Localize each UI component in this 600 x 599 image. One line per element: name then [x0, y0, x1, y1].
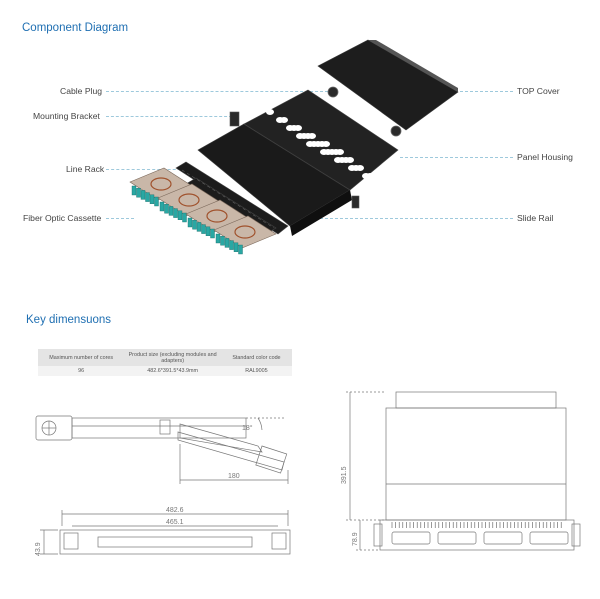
label-panel-housing: Panel Housing	[517, 152, 573, 162]
spec-header-color: Standard color code	[220, 349, 292, 366]
dim-overall-width: 482.6	[166, 507, 184, 514]
vent-hole	[306, 141, 314, 147]
key-dimensions-heading: Key dimensuons	[26, 314, 112, 326]
vent-hole	[362, 173, 370, 179]
front-port-ticks	[391, 522, 562, 528]
leader-slide-rail	[290, 218, 513, 219]
spec-cell-color: RAL9005	[220, 366, 292, 376]
spec-header-size: Product size (excluding modules and adap…	[124, 349, 221, 366]
spec-header-cores: Maximum number of cores	[38, 349, 125, 366]
label-mounting-bracket: Mounting Bracket	[33, 111, 100, 121]
spec-table: Maximum number of cores Product size (ex…	[38, 349, 292, 376]
leader-fiber-optic-cassette	[106, 218, 134, 219]
leader-top-cover	[455, 91, 513, 92]
vent-hole	[276, 117, 284, 123]
vent-hole	[376, 181, 384, 187]
dim-front-depth: 78.9	[352, 532, 359, 546]
vent-hole	[334, 157, 342, 163]
fiber-optic-cassettes	[129, 167, 277, 255]
top-view-drawing	[346, 391, 581, 551]
vent-hole	[348, 165, 356, 171]
leader-cable-plug	[106, 91, 328, 92]
leader-line-rack	[106, 169, 186, 170]
component-diagram-heading: Component Diagram	[22, 22, 129, 34]
vent-hole	[286, 125, 294, 131]
dim-depth: 391.5	[341, 466, 348, 484]
dim-body-width: 465.1	[166, 519, 184, 526]
dim-angle: 18°	[242, 424, 253, 432]
leader-panel-housing	[400, 157, 513, 158]
label-fiber-optic-cassette: Fiber Optic Cassette	[23, 213, 102, 223]
vent-hole	[296, 133, 304, 139]
fiber-optic-cassette	[213, 215, 277, 255]
side-view-drawing	[35, 415, 289, 484]
vent-hole	[320, 149, 328, 155]
front-view-drawing	[40, 510, 291, 555]
label-cable-plug: Cable Plug	[60, 86, 103, 96]
cable-plug-part	[327, 86, 339, 98]
label-line-rack: Line Rack	[66, 164, 105, 174]
dim-height: 43.9	[35, 542, 42, 556]
spec-cell-size: 482.6*391.5*43.9mm	[124, 366, 221, 376]
exploded-product-illustration	[129, 39, 459, 255]
spec-cell-cores: 96	[38, 366, 125, 376]
label-slide-rail: Slide Rail	[517, 213, 554, 223]
label-top-cover: TOP Cover	[517, 86, 560, 96]
dim-slide-depth: 180	[228, 473, 240, 480]
leader-mounting-bracket	[106, 116, 232, 117]
housing-vent-holes	[266, 109, 384, 187]
vent-hole	[266, 109, 274, 115]
mounting-bracket-part	[229, 111, 240, 127]
